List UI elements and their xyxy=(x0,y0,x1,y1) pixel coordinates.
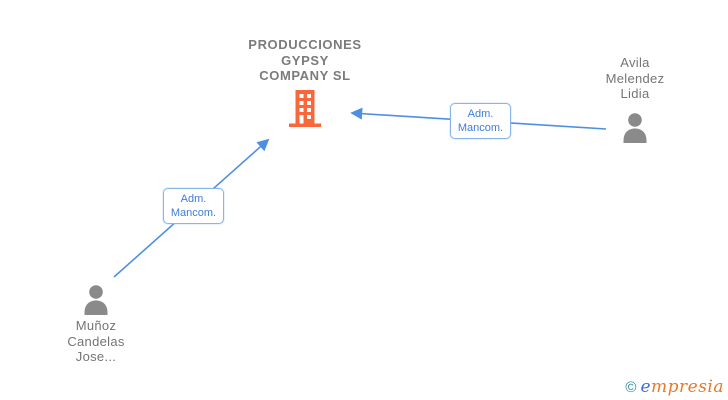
empresia-logo: © empresia xyxy=(625,377,724,397)
company-name[interactable]: PRODUCCIONES GYPSY COMPANY SL xyxy=(248,37,362,83)
copyright-icon: © xyxy=(625,379,637,396)
person-name-munoz[interactable]: Muñoz Candelas Jose... xyxy=(67,318,125,364)
brand-rest: mpresia xyxy=(651,377,724,397)
brand-initial: e xyxy=(640,377,651,397)
brand-wordmark: empresia xyxy=(640,377,724,397)
person-name-avila[interactable]: Avila Melendez Lidia xyxy=(605,55,665,101)
edge-label-adm-mancom-munoz: Adm. Mancom. xyxy=(163,188,224,224)
building-icon[interactable] xyxy=(287,90,323,127)
person-icon[interactable] xyxy=(79,283,113,317)
edge-label-adm-mancom-avila: Adm. Mancom. xyxy=(450,103,511,139)
person-icon[interactable] xyxy=(618,111,652,145)
